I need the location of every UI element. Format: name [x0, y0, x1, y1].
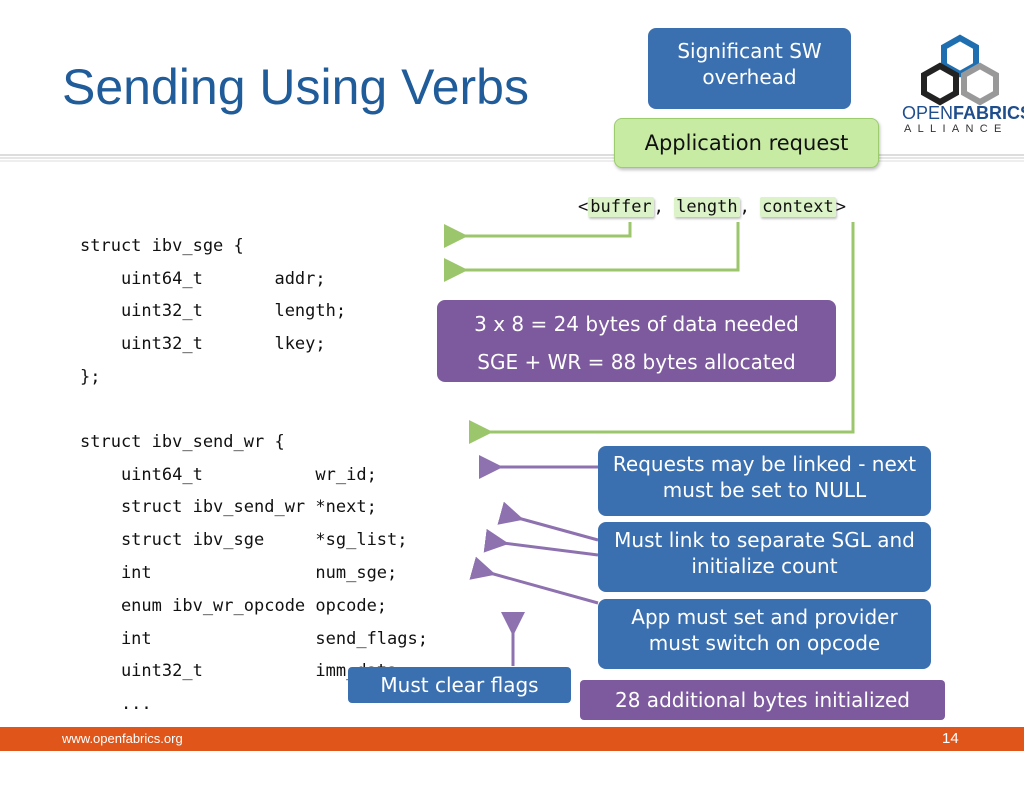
tuple-context: context	[760, 197, 836, 217]
logo-fabrics: FABRICS	[953, 103, 1024, 123]
callout-must-clear-flags-text: Must clear flags	[380, 673, 539, 697]
code-line: uint64_t addr;	[80, 268, 326, 289]
code-line: struct ibv_sge {	[80, 235, 244, 256]
tuple-sep1: ,	[653, 197, 675, 217]
code-line: uint64_t wr_id;	[80, 464, 377, 485]
callout-bytes-allocated: SGE + WR = 88 bytes allocated	[477, 350, 796, 374]
callout-significant-overhead: Significant SW overhead	[648, 28, 851, 109]
tuple-buffer: buffer	[588, 197, 654, 217]
callout-app-set-opcode: App must set and provider must switch on…	[598, 599, 931, 669]
code-line: };	[80, 366, 101, 387]
callout-app-set-opcode-text: App must set and provider must switch on…	[631, 605, 898, 655]
arrows-overlay	[444, 222, 855, 666]
code-line: uint32_t lkey;	[80, 334, 326, 355]
callout-additional-bytes-text: 28 additional bytes initialized	[615, 688, 910, 712]
callout-significant-overhead-text: Significant SW overhead	[677, 39, 822, 89]
code-line: int send_flags;	[80, 628, 428, 649]
logo-alliance: ALLIANCE	[904, 123, 1008, 135]
arrow-context-to-wrid	[469, 222, 855, 444]
callout-must-link-sgl: Must link to separate SGL and initialize…	[598, 522, 931, 592]
slide-title: Sending Using Verbs	[62, 59, 529, 115]
logo-open: OPEN	[902, 103, 954, 123]
openfabrics-logo-icon	[921, 34, 999, 106]
footer-url[interactable]: www.openfabrics.org	[62, 731, 183, 746]
arrow-to-sglist	[497, 501, 599, 542]
code-line: int num_sge;	[80, 562, 398, 583]
tuple-sep2: ,	[739, 197, 761, 217]
callout-requests-linked-text: Requests may be linked - next must be se…	[612, 452, 917, 502]
request-tuple: <buffer, length, context>	[578, 197, 846, 217]
tuple-length: length	[674, 197, 740, 217]
callout-requests-linked: Requests may be linked - next must be se…	[598, 446, 931, 516]
code-line: struct ibv_send_wr {	[80, 431, 285, 452]
arrow-to-opcode	[469, 556, 599, 605]
code-line: uint32_t length;	[80, 301, 347, 322]
code-line: enum ibv_wr_opcode opcode;	[80, 595, 388, 616]
code-line: struct ibv_sge *sg_list;	[80, 530, 408, 551]
callout-data-needed: 3 x 8 = 24 bytes of data needed	[474, 312, 799, 336]
callout-application-request: Application request	[614, 118, 879, 168]
logo-wordmark: OPENFABRICS	[902, 103, 1024, 124]
arrow-length-to-length	[444, 222, 740, 282]
arrow-buffer-to-addr	[444, 222, 632, 248]
tuple-open: <	[578, 197, 589, 217]
callout-must-link-sgl-text: Must link to separate SGL and initialize…	[614, 528, 915, 578]
callout-must-clear-flags: Must clear flags	[348, 667, 571, 703]
code-line: struct ibv_send_wr *next;	[80, 497, 377, 518]
footer-bar	[0, 727, 1024, 751]
page-number: 14	[942, 730, 959, 747]
tuple-close: >	[835, 197, 846, 217]
code-line: ...	[80, 694, 152, 715]
callout-additional-bytes: 28 additional bytes initialized	[580, 680, 945, 720]
callout-bytes-summary: 3 x 8 = 24 bytes of data needed SGE + WR…	[437, 300, 836, 382]
callout-application-request-text: Application request	[644, 131, 849, 155]
arrow-to-numsge	[483, 528, 599, 557]
code-sge-struct: struct ibv_sge { uint64_t addr; uint32_t…	[80, 197, 346, 427]
